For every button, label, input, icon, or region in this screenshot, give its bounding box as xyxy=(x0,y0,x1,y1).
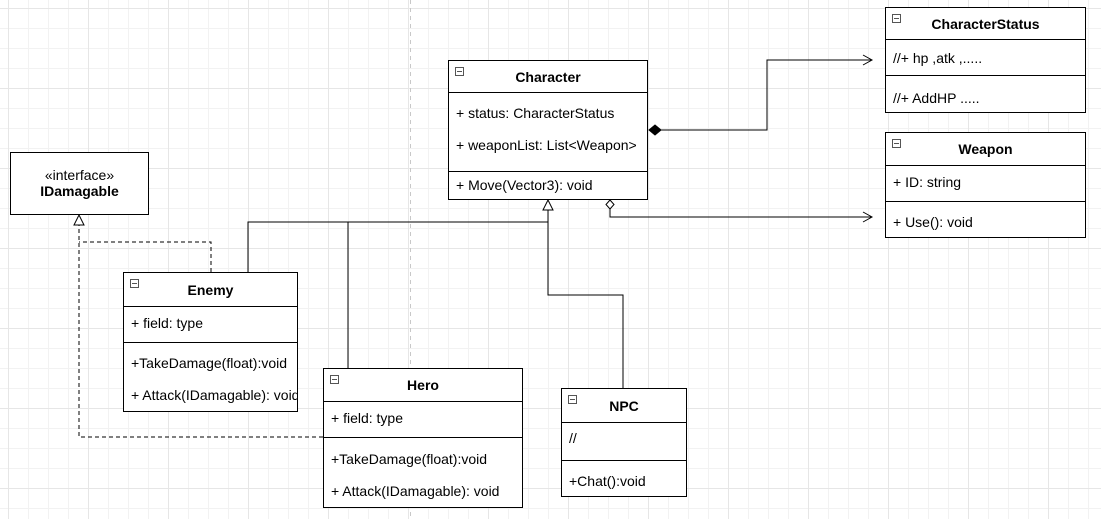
method-row[interactable]: + Use(): void xyxy=(893,214,973,230)
hero-realizes-idamagable-edge xyxy=(78,225,323,438)
attributes-section: + field: type xyxy=(124,307,297,343)
method-row[interactable]: //+ AddHP ..... xyxy=(893,90,980,106)
methods-section: + Use(): void xyxy=(886,202,1085,237)
attribute-row[interactable]: + field: type xyxy=(331,410,403,426)
attribute-row[interactable]: + weaponList: List<Weapon> xyxy=(456,137,637,153)
class-header: NPC xyxy=(562,389,686,423)
idamagable-interface[interactable]: «interface» IDamagable xyxy=(10,152,149,215)
class-name: CharacterStatus xyxy=(931,15,1040,32)
class-name: Character xyxy=(515,68,581,85)
attribute-row[interactable]: // xyxy=(569,430,577,446)
weapon-class[interactable]: Weapon + ID: string + Use(): void xyxy=(885,132,1086,238)
methods-section: + Move(Vector3): void xyxy=(449,172,647,199)
hero-class[interactable]: Hero + field: type +TakeDamage(float):vo… xyxy=(323,368,523,508)
attribute-row[interactable]: + field: type xyxy=(131,315,203,331)
attributes-section: + field: type xyxy=(324,402,522,438)
attributes-section: // xyxy=(562,423,686,461)
generalization-arrowhead xyxy=(542,198,554,211)
class-header: Hero xyxy=(324,369,522,402)
method-row[interactable]: + Attack(IDamagable): void xyxy=(331,483,500,499)
method-row[interactable]: +TakeDamage(float):void xyxy=(131,355,288,371)
attributes-section: + ID: string xyxy=(886,166,1085,202)
character-status-class[interactable]: CharacterStatus //+ hp ,atk ,..... //+ A… xyxy=(885,7,1086,113)
enemy-realizes-idamagable-edge xyxy=(79,241,212,272)
class-header: CharacterStatus xyxy=(886,8,1085,40)
class-name: Hero xyxy=(407,377,439,393)
methods-section: +TakeDamage(float):void + Attack(IDamaga… xyxy=(324,438,522,507)
method-row[interactable]: +TakeDamage(float):void xyxy=(331,451,488,467)
method-row[interactable]: +Chat():void xyxy=(569,473,646,489)
aggregation-edge xyxy=(609,209,874,223)
enemy-class[interactable]: Enemy + field: type +TakeDamage(float):v… xyxy=(123,272,298,412)
class-header: Weapon xyxy=(886,133,1085,166)
npc-class[interactable]: NPC // +Chat():void xyxy=(561,388,687,497)
attributes-section: + status: CharacterStatus + weaponList: … xyxy=(449,93,647,172)
character-class[interactable]: Character + status: CharacterStatus + we… xyxy=(448,60,648,200)
attribute-row[interactable]: //+ hp ,atk ,..... xyxy=(893,50,983,66)
composition-edge xyxy=(661,54,874,131)
collapse-toggle-icon[interactable] xyxy=(330,375,339,384)
method-row[interactable]: + Move(Vector3): void xyxy=(456,177,593,193)
collapse-toggle-icon[interactable] xyxy=(892,139,901,148)
npc-inherits-character-edge xyxy=(547,209,624,388)
collapse-toggle-icon[interactable] xyxy=(568,395,577,404)
methods-section: //+ AddHP ..... xyxy=(886,76,1085,112)
class-name: Enemy xyxy=(187,281,234,298)
class-name: Weapon xyxy=(958,141,1013,157)
class-name: NPC xyxy=(609,397,639,414)
aggregation-diamond xyxy=(605,199,615,210)
interface-name: IDamagable xyxy=(40,183,119,199)
realization-arrowhead xyxy=(73,213,85,226)
class-header: Enemy xyxy=(124,273,297,307)
attribute-row[interactable]: + ID: string xyxy=(893,174,962,190)
methods-section: +TakeDamage(float):void + Attack(IDamaga… xyxy=(124,343,297,411)
enemy-inherits-character-edge xyxy=(247,221,548,272)
methods-section: +Chat():void xyxy=(562,461,686,496)
class-header: Character xyxy=(449,61,647,93)
attributes-section: //+ hp ,atk ,..... xyxy=(886,40,1085,76)
collapse-toggle-icon[interactable] xyxy=(130,279,139,288)
collapse-toggle-icon[interactable] xyxy=(892,14,901,23)
interface-stereotype: «interface» xyxy=(44,167,115,183)
method-row[interactable]: + Attack(IDamagable): void xyxy=(131,387,297,403)
attribute-row[interactable]: + status: CharacterStatus xyxy=(456,105,615,121)
composition-diamond xyxy=(648,124,662,136)
collapse-toggle-icon[interactable] xyxy=(455,67,464,76)
